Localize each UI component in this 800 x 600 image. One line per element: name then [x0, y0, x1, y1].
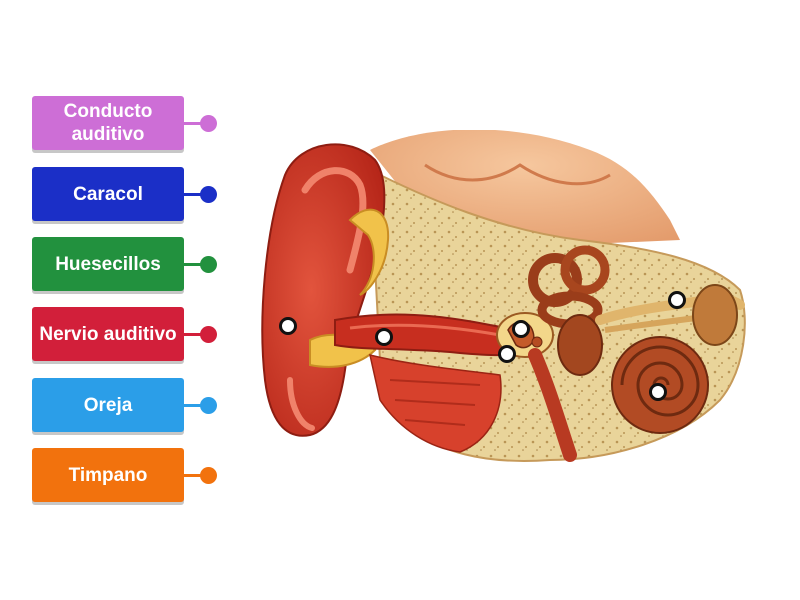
- connector-line: [184, 122, 204, 125]
- label-text: Caracol: [73, 183, 143, 205]
- label-nervio-auditivo[interactable]: Nervio auditivo: [32, 307, 184, 361]
- drop-target-marker[interactable]: [375, 328, 393, 346]
- drag-handle-conducto-auditivo[interactable]: [200, 115, 217, 132]
- drop-target-marker[interactable]: [668, 291, 686, 309]
- connector-line: [184, 193, 204, 196]
- label-timpano[interactable]: Timpano: [32, 448, 184, 502]
- drag-handle-nervio-auditivo[interactable]: [200, 326, 217, 343]
- label-caracol[interactable]: Caracol: [32, 167, 184, 221]
- connector-line: [184, 474, 204, 477]
- connector-line: [184, 333, 204, 336]
- drop-target-marker[interactable]: [512, 320, 530, 338]
- drop-target-marker[interactable]: [279, 317, 297, 335]
- label-text: Nervio auditivo: [39, 323, 177, 345]
- drag-handle-timpano[interactable]: [200, 467, 217, 484]
- label-huesecillos[interactable]: Huesecillos: [32, 237, 184, 291]
- label-text: Conducto auditivo: [63, 101, 153, 145]
- drop-target-marker[interactable]: [498, 345, 516, 363]
- drag-handle-oreja[interactable]: [200, 397, 217, 414]
- drop-target-marker[interactable]: [649, 383, 667, 401]
- drag-handle-huesecillos[interactable]: [200, 256, 217, 273]
- label-oreja[interactable]: Oreja: [32, 378, 184, 432]
- label-conducto-auditivo[interactable]: Conducto auditivo: [32, 96, 184, 150]
- connector-line: [184, 404, 204, 407]
- label-text: Huesecillos: [55, 253, 161, 275]
- label-text: Timpano: [68, 464, 148, 486]
- connector-line: [184, 263, 204, 266]
- drag-handle-caracol[interactable]: [200, 186, 217, 203]
- label-text: Oreja: [83, 394, 133, 416]
